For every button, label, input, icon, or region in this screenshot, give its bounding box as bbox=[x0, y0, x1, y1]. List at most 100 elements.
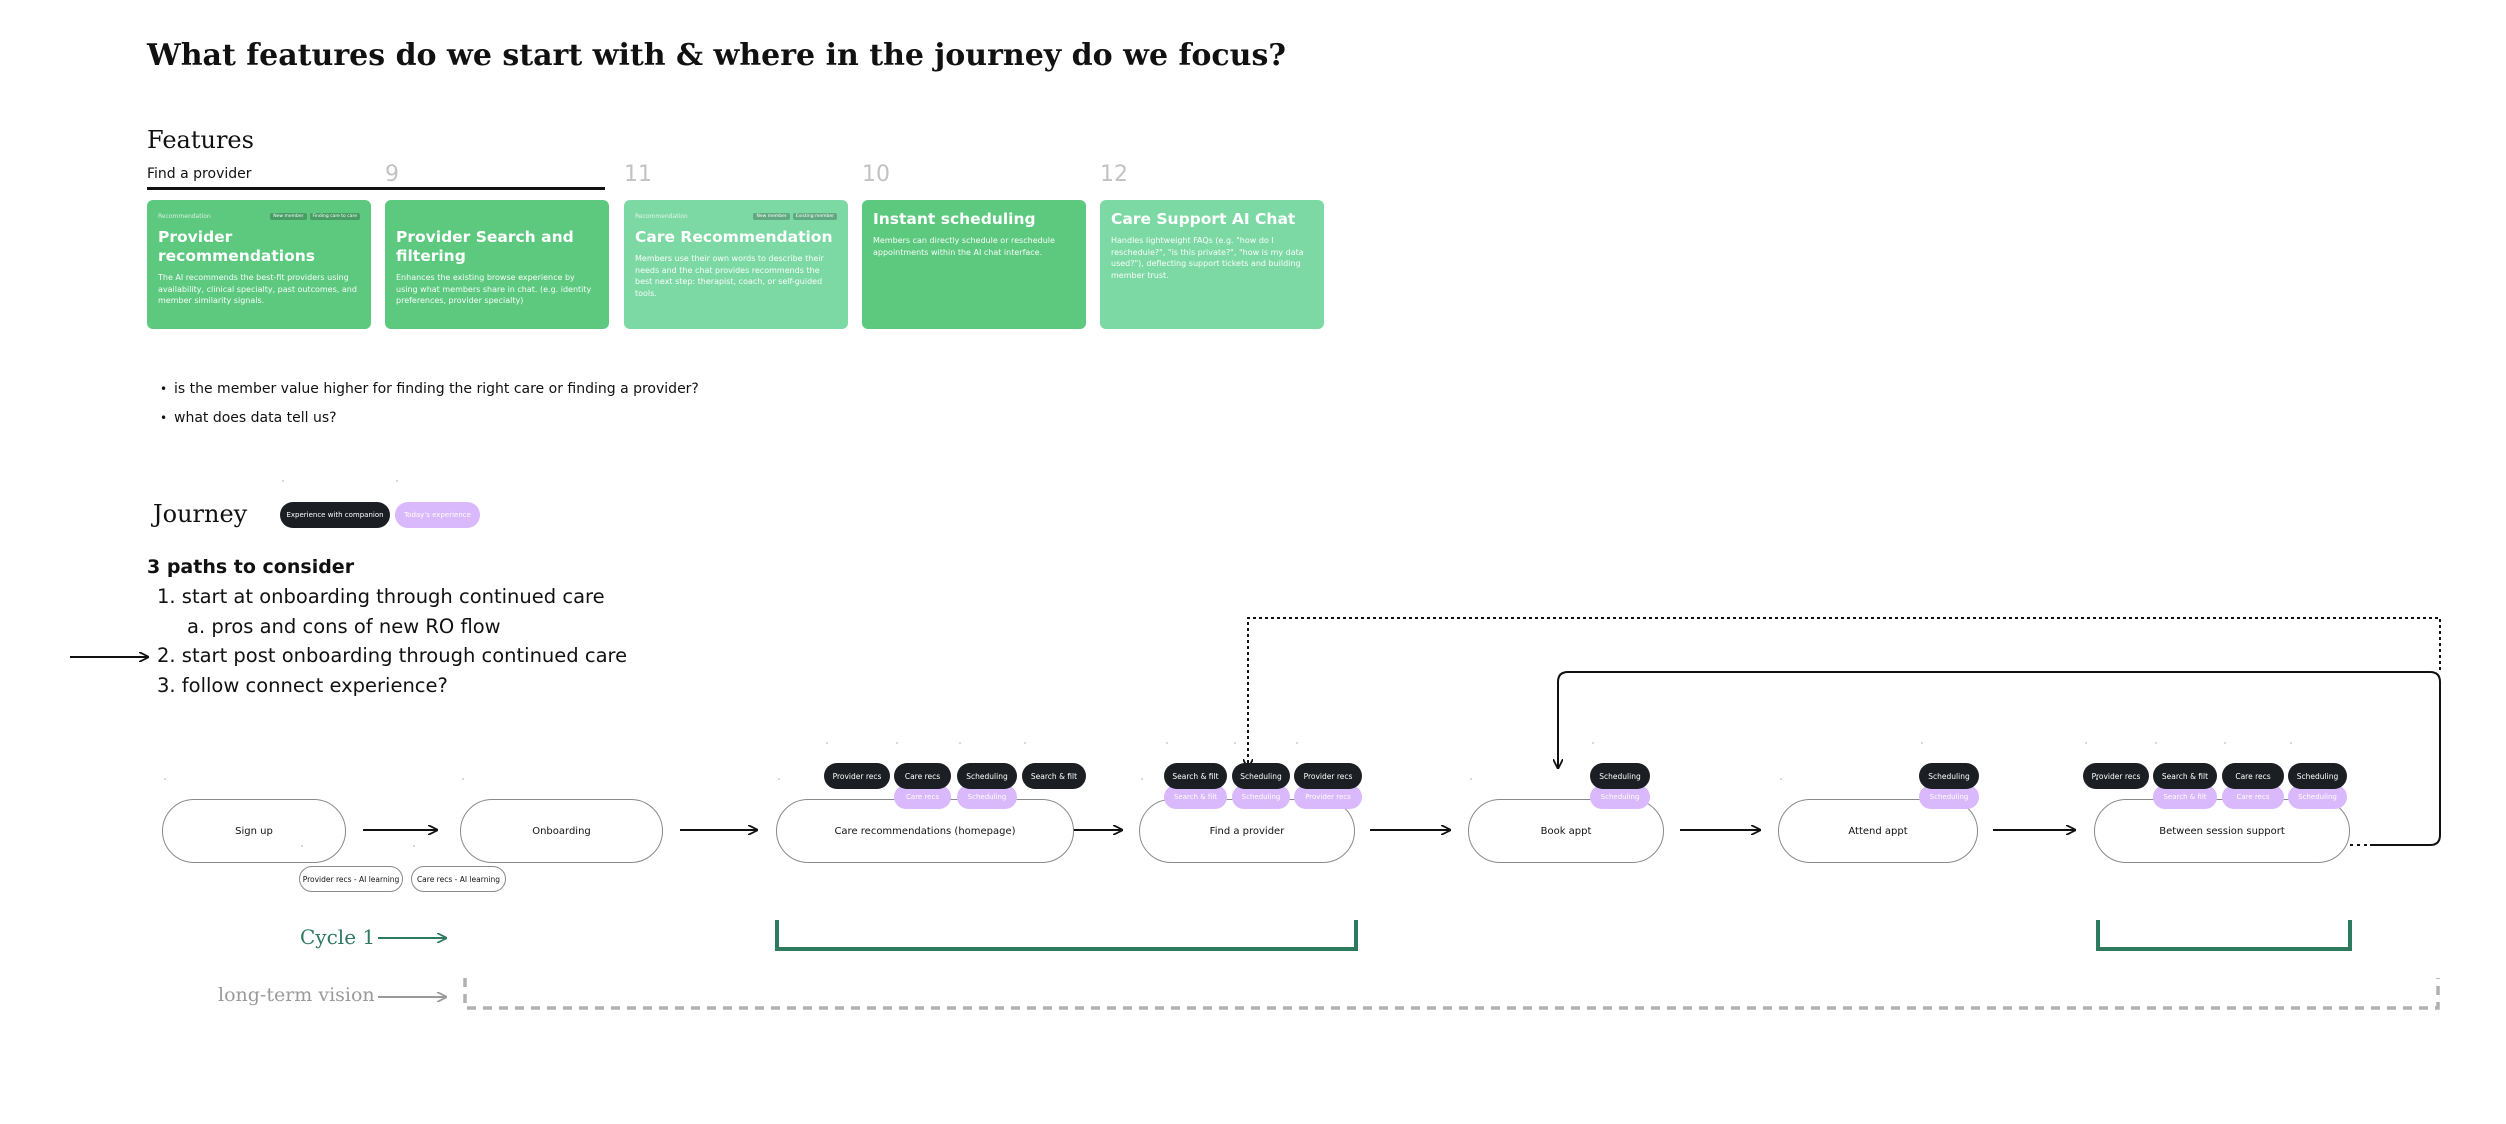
card-title: Care Recommendation bbox=[635, 228, 833, 246]
canvas-dot bbox=[1470, 778, 1472, 780]
chip-today: Search & filt bbox=[1164, 785, 1227, 809]
chip-today: Care recs bbox=[894, 785, 951, 809]
chip-today: Scheduling bbox=[1232, 785, 1290, 809]
card-tag: Finding care to care bbox=[309, 212, 360, 220]
canvas-dot bbox=[413, 845, 415, 847]
card-description: Members use their own words to describe … bbox=[635, 254, 824, 298]
card-title: Provider Search and filtering bbox=[396, 228, 574, 265]
loop-arrow bbox=[1558, 671, 2441, 846]
list-item: what does data tell us? bbox=[160, 404, 699, 433]
feature-card-instant-scheduling[interactable]: Instant scheduling Members can directly … bbox=[862, 200, 1086, 329]
canvas-dot bbox=[778, 778, 780, 780]
card-description: Enhances the existing browse experience … bbox=[396, 273, 592, 305]
list-item: is the member value higher for finding t… bbox=[160, 375, 699, 404]
card-description: Members can directly schedule or resched… bbox=[873, 236, 1055, 257]
path-item: 1. start at onboarding through continued… bbox=[157, 585, 605, 608]
chip-companion: Search & filt bbox=[1164, 763, 1227, 789]
vision-bracket bbox=[463, 978, 2440, 1010]
card-tag: Existing member bbox=[792, 212, 837, 220]
card-category: Recommendation bbox=[635, 212, 688, 220]
canvas-dot bbox=[2290, 742, 2292, 744]
card-tags: Recommendation New member Finding care t… bbox=[158, 210, 360, 222]
canvas-dot bbox=[282, 480, 284, 482]
stage-onboarding[interactable]: Onboarding bbox=[460, 799, 663, 863]
canvas-dot bbox=[1166, 742, 1168, 744]
card-category: Recommendation bbox=[158, 212, 211, 220]
chip-today: Scheduling bbox=[2288, 785, 2347, 809]
canvas-dot bbox=[1780, 778, 1782, 780]
chip-companion: Scheduling bbox=[1232, 763, 1290, 789]
path-subitem: a. pros and cons of new RO flow bbox=[187, 614, 501, 638]
chip-today: Scheduling bbox=[957, 785, 1017, 809]
canvas-dot bbox=[396, 480, 398, 482]
dotted-loop-arrow bbox=[1248, 617, 2441, 768]
chip-companion: Provider recs bbox=[1294, 763, 1362, 789]
journey-heading: Journey bbox=[153, 500, 248, 528]
canvas-dot bbox=[1141, 778, 1143, 780]
chip-companion: Care recs bbox=[2222, 763, 2284, 789]
chip-companion: Scheduling bbox=[1919, 763, 1979, 789]
card-title: Provider recommendations bbox=[158, 228, 316, 265]
canvas-dot bbox=[2085, 742, 2087, 744]
page-title: What features do we start with & where i… bbox=[147, 38, 1286, 73]
canvas-dot bbox=[896, 742, 898, 744]
chip-ai-learning: Provider recs - AI learning bbox=[299, 866, 403, 892]
card-number: 12 bbox=[1100, 162, 1128, 187]
chip-today: Search & filt bbox=[2153, 785, 2217, 809]
card-number: 11 bbox=[624, 162, 652, 187]
stage-care-recommendations[interactable]: Care recommendations (homepage) bbox=[776, 799, 1074, 863]
paths-heading: 3 paths to consider bbox=[147, 556, 355, 578]
chip-today: Care recs bbox=[2222, 785, 2284, 809]
chip-ai-learning: Care recs - AI learning bbox=[411, 866, 506, 892]
canvas-dot bbox=[1024, 742, 1026, 744]
stage-book-appt[interactable]: Book appt bbox=[1468, 799, 1664, 863]
card-tag: New member bbox=[270, 212, 307, 220]
feature-card-provider-search[interactable]: Provider Search and filtering Enhances t… bbox=[385, 200, 609, 329]
card-description: The AI recommends the best-fit providers… bbox=[158, 273, 357, 305]
chip-companion: Scheduling bbox=[2288, 763, 2347, 789]
canvas-dot bbox=[1921, 742, 1923, 744]
feature-card-care-support-chat[interactable]: Care Support AI Chat Handles lightweight… bbox=[1100, 200, 1324, 329]
vision-label: long-term vision bbox=[218, 984, 375, 1006]
canvas-dot bbox=[2224, 742, 2226, 744]
card-title: Care Support AI Chat bbox=[1111, 210, 1296, 228]
feature-card-care-recommendation[interactable]: Recommendation New member Existing membe… bbox=[624, 200, 848, 329]
chip-today: Scheduling bbox=[1590, 785, 1650, 809]
path-item: 3. follow connect experience? bbox=[157, 673, 448, 697]
canvas-dot bbox=[2155, 742, 2157, 744]
canvas-dot bbox=[1234, 742, 1236, 744]
feature-card-provider-recommendations[interactable]: Recommendation New member Finding care t… bbox=[147, 200, 371, 329]
path-item: 2. start post onboarding through continu… bbox=[157, 644, 628, 667]
question-list: is the member value higher for finding t… bbox=[160, 375, 699, 433]
stage-attend-appt[interactable]: Attend appt bbox=[1778, 799, 1978, 863]
card-number: 9 bbox=[385, 162, 399, 187]
chip-companion: Provider recs bbox=[2083, 763, 2149, 789]
canvas-dot bbox=[2096, 778, 2098, 780]
canvas-dot bbox=[959, 742, 961, 744]
chip-today: Provider recs bbox=[1294, 785, 1362, 809]
legend-with-companion: Experience with companion bbox=[280, 502, 390, 528]
chip-companion: Scheduling bbox=[1590, 763, 1650, 789]
canvas-dot bbox=[462, 778, 464, 780]
canvas-dot bbox=[164, 778, 166, 780]
stage-between-session[interactable]: Between session support bbox=[2094, 799, 2350, 863]
chip-companion: Provider recs bbox=[824, 763, 890, 789]
paths-list: 1. start at onboarding through continued… bbox=[147, 582, 627, 700]
card-number: 10 bbox=[862, 162, 890, 187]
cycle-label: Cycle 1 bbox=[300, 925, 376, 949]
stage-sign-up[interactable]: Sign up bbox=[162, 799, 346, 863]
cycle-bracket bbox=[2096, 920, 2352, 951]
chip-companion: Search & filt bbox=[2153, 763, 2217, 789]
feature-group-label: Find a provider bbox=[147, 166, 605, 190]
chip-companion: Search & filt bbox=[1022, 763, 1086, 789]
chip-today: Scheduling bbox=[1919, 785, 1979, 809]
chip-companion: Care recs bbox=[894, 763, 951, 789]
card-title: Instant scheduling bbox=[873, 210, 1036, 228]
canvas-dot bbox=[1592, 742, 1594, 744]
cycle-bracket bbox=[775, 920, 1358, 951]
canvas-dot bbox=[826, 742, 828, 744]
chip-companion: Scheduling bbox=[957, 763, 1017, 789]
card-tag: New member bbox=[753, 212, 790, 220]
canvas-dot bbox=[301, 845, 303, 847]
